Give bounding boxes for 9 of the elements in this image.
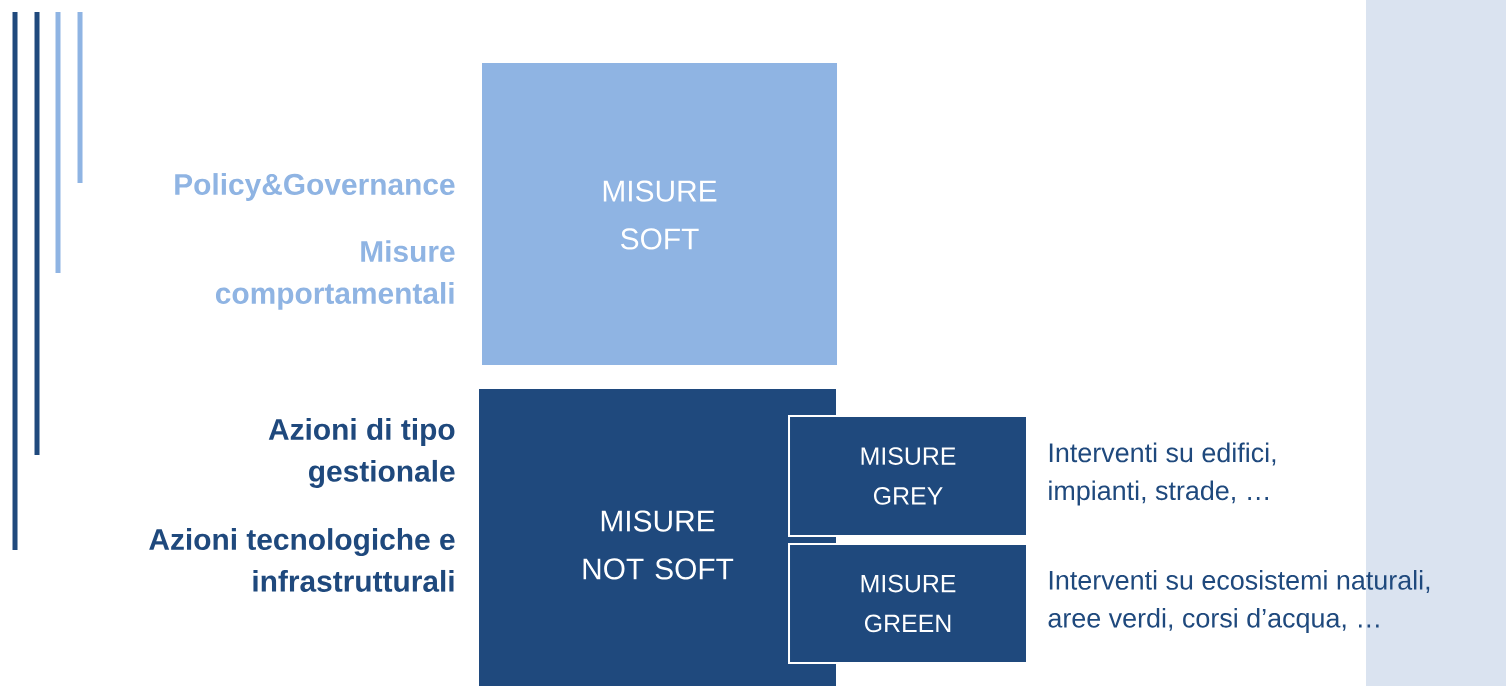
measure-box: MISURE SOFT [482,63,837,365]
measure-box: MISURE GREY [788,415,1028,537]
category-label: Azioni di tipo gestionale [268,418,455,488]
description-text: Interventi su edifici, impianti, strade, … [1049,442,1276,506]
category-label: Policy&Governance [175,173,455,201]
measure-box: MISURE GREEN [788,543,1028,664]
description-text: Interventi su ecosistemi naturali, aree verdi, corsi d’acqua, … [1048,570,1430,633]
category-label: Misure comportamentali [215,240,455,310]
node-label: MISURE NOT SOFT [583,510,734,580]
